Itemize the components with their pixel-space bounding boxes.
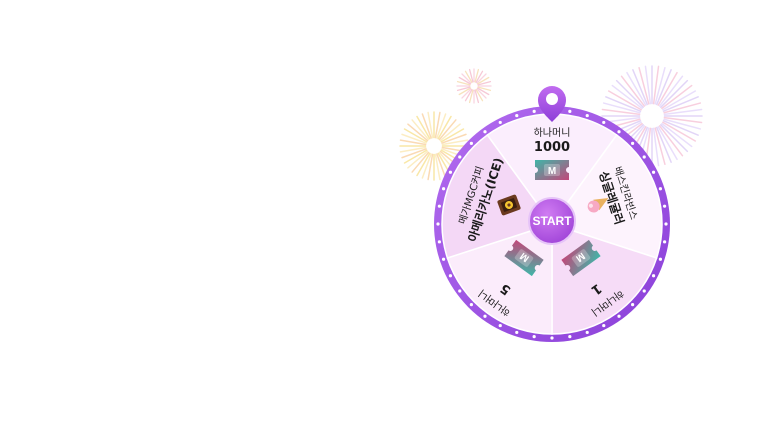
- rim-light-dot: [617, 314, 621, 318]
- rim-light-dot: [642, 289, 646, 293]
- firework-burst-icon: [456, 68, 492, 104]
- rim-light-dot: [585, 330, 589, 335]
- hana-money-coupon-icon: M: [504, 239, 544, 277]
- rim-light-dot: [602, 323, 606, 328]
- rim-light-dot: [498, 120, 502, 125]
- coupon-letter: M: [548, 166, 556, 177]
- rim-light-dot: [437, 240, 442, 244]
- location-pin-icon: [538, 86, 566, 122]
- rim-light-dot: [498, 323, 502, 328]
- start-button-label: START: [532, 214, 572, 228]
- coffee-gift-card-icon: [497, 194, 521, 216]
- rim-light-dot: [532, 109, 536, 114]
- rim-light-dot: [483, 314, 487, 318]
- rim-light-dot: [651, 274, 656, 278]
- rim-light-dot: [515, 113, 519, 118]
- wheel-segment: [550, 133, 663, 259]
- rim-light-dot: [550, 336, 554, 340]
- rim-light-dot: [448, 170, 453, 174]
- rim-light-dot: [602, 120, 606, 125]
- rim-light-dot: [585, 113, 589, 118]
- rim-light-dot: [617, 130, 621, 134]
- rim-light-dot: [437, 204, 442, 208]
- firework-burst-icon: [399, 111, 469, 181]
- rim-light-dot: [441, 257, 446, 261]
- rim-light-dot: [441, 187, 446, 191]
- segment-label-line1: 하나머니: [534, 126, 571, 139]
- ice-cream-cone-icon: [587, 198, 609, 213]
- rim-light-dot: [436, 222, 440, 226]
- segment-label-line2: 1000: [534, 140, 570, 155]
- rim-light-dot: [631, 141, 635, 145]
- rim-light-dot: [458, 289, 462, 293]
- start-button[interactable]: START: [528, 197, 576, 245]
- rim-light-dot: [664, 222, 668, 226]
- rim-light-dot: [568, 109, 572, 114]
- rim-light-dot: [662, 240, 667, 244]
- rim-light-dot: [658, 187, 663, 191]
- rim-light-dot: [658, 257, 663, 261]
- hana-money-coupon-icon: M: [535, 160, 569, 180]
- rim-light-dot: [483, 130, 487, 134]
- hana-money-coupon-icon: M: [561, 239, 601, 277]
- rim-light-dot: [662, 204, 667, 208]
- rim-light-dot: [568, 334, 572, 339]
- wheel-segment: [441, 133, 554, 259]
- rim-light-dot: [458, 155, 462, 159]
- rim-light-dot: [515, 330, 519, 335]
- rim-light-dot: [532, 334, 536, 339]
- rim-light-dot: [651, 170, 656, 174]
- rim-light-dot: [642, 155, 646, 159]
- rim-light-dot: [469, 303, 473, 307]
- rim-light-dot: [631, 303, 635, 307]
- rim-lights: [436, 108, 668, 340]
- segment-hana-money-1000: 하나머니 1000 M: [534, 126, 571, 180]
- rim-light-dot: [469, 141, 473, 145]
- rim-light-dot: [448, 274, 453, 278]
